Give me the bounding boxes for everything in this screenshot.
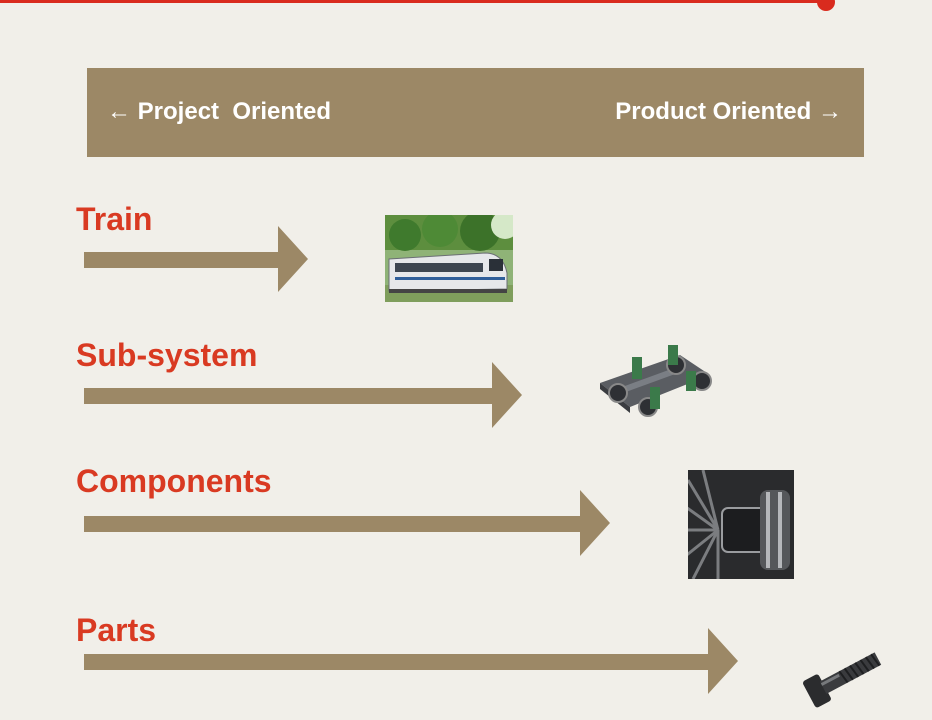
right-arrow-icon: → [818, 98, 842, 125]
level-label-parts: Parts [76, 612, 157, 648]
top-divider-dot [817, 0, 835, 11]
level-label-components: Components [76, 463, 272, 499]
level-label-train: Train [76, 201, 153, 237]
parts-arrow [84, 628, 738, 694]
train-arrow [84, 226, 308, 292]
train-photo [385, 215, 513, 302]
product-oriented-label: Product Oriented → [615, 98, 842, 125]
bogie-subsystem-render [600, 345, 712, 417]
level-label-sub-system: Sub-system [76, 337, 258, 373]
components-arrow [84, 490, 610, 556]
orientation-banner: ← Project Oriented Product Oriented → [87, 68, 864, 157]
top-divider-line [0, 0, 826, 3]
project-oriented-label: ← Project Oriented [107, 98, 332, 125]
sub-system-arrow [84, 362, 522, 428]
left-arrow-icon: ← [107, 98, 131, 125]
bolt-part-render [803, 652, 882, 708]
turbine-component-photo [688, 470, 794, 579]
